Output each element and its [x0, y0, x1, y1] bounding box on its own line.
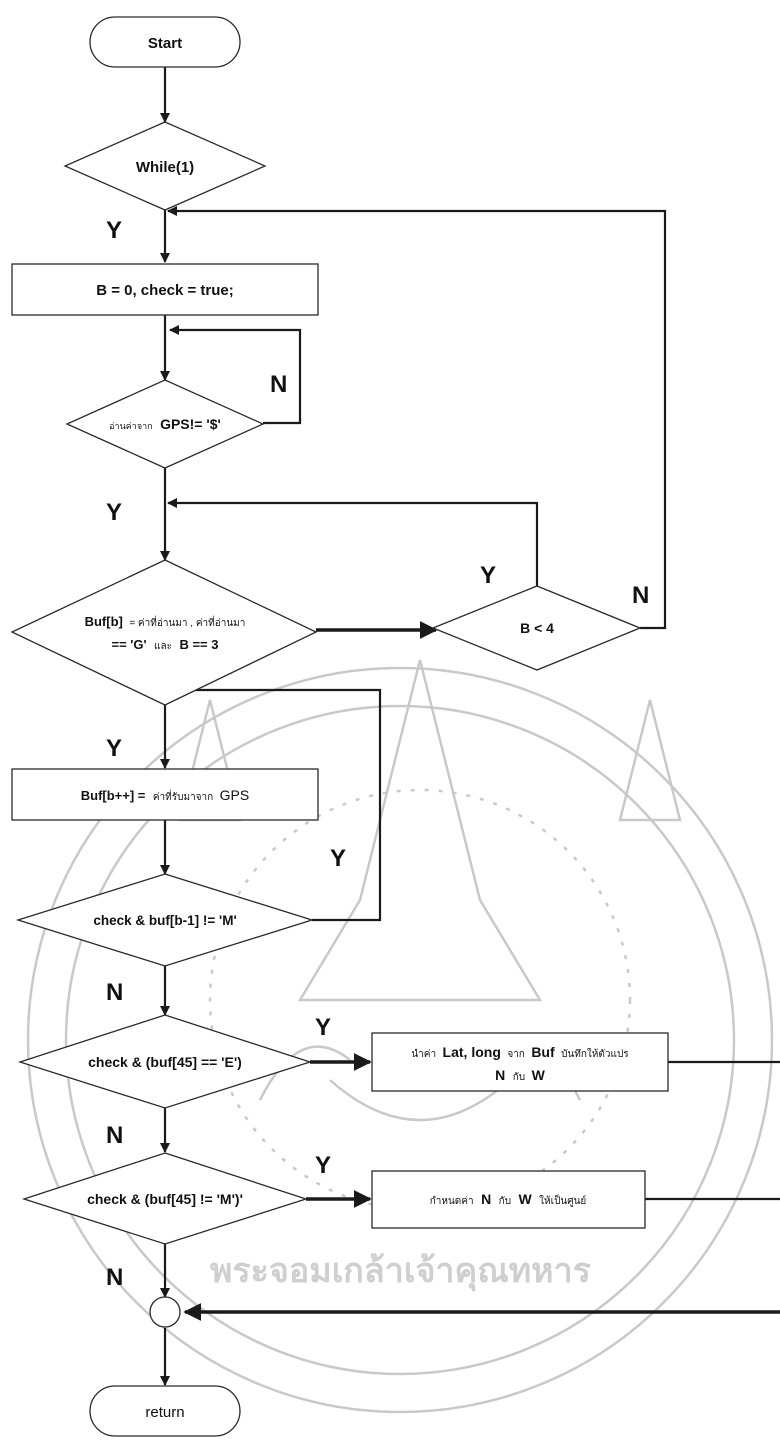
- edge-label-checke-yes: Y: [315, 1014, 331, 1041]
- edge-label-checknotm-yes: Y: [315, 1152, 331, 1179]
- start-label: Start: [148, 35, 182, 52]
- node-check-e: check & (buf[45] == 'E'): [20, 1015, 310, 1108]
- node-buf-cond: Buf[b] = ค่าที่อ่านมา , ค่าที่อ่านมา == …: [12, 560, 316, 705]
- edge-label-blt4-no: N: [632, 582, 649, 609]
- edge-label-checknotm-no: N: [106, 1264, 123, 1291]
- edge-label-blt4-yes: Y: [480, 562, 496, 589]
- node-zero-nw: กำหนดค่า N กับ W ให้เป็นศูนย์: [372, 1171, 645, 1228]
- node-buf-assign: Buf[b++] = ค่าที่รับมาจาก GPS: [12, 769, 318, 820]
- merge-connector: [150, 1297, 180, 1327]
- edge-label-read-no: N: [270, 371, 287, 398]
- edge-label-checke-no: N: [106, 1122, 123, 1149]
- node-store-lat-long: นำค่า Lat, long จาก Buf บันทึกให้ตัวแปร …: [372, 1033, 668, 1091]
- node-read-gps: อ่านค่าจาก GPS!= '$': [67, 380, 263, 468]
- while-label: While(1): [136, 159, 194, 176]
- node-b-lt-4: B < 4: [433, 586, 640, 670]
- node-check-not-m: check & (buf[45] != 'M')': [24, 1153, 306, 1244]
- edge-label-while-yes: Y: [106, 217, 122, 244]
- node-while: While(1): [65, 122, 265, 210]
- node-init: B = 0, check = true;: [12, 264, 318, 315]
- check-e-label: check & (buf[45] == 'E'): [88, 1054, 242, 1070]
- node-start: Start: [90, 17, 240, 67]
- buf-cond-decision: [12, 560, 316, 705]
- node-return: return: [90, 1386, 240, 1436]
- check-not-m-label: check & (buf[45] != 'M')': [87, 1191, 243, 1207]
- b-lt-4-label: B < 4: [520, 620, 554, 636]
- edge-labels: Y N Y Y N Y Y N Y N Y N: [106, 217, 649, 1291]
- edge-label-checkm-no: N: [106, 979, 123, 1006]
- check-m-label: check & buf[b-1] != 'M': [93, 913, 236, 928]
- init-label: B = 0, check = true;: [96, 282, 234, 299]
- edge-label-read-yes: Y: [106, 499, 122, 526]
- return-label: return: [145, 1404, 184, 1421]
- edge-label-bufcond-yes: Y: [106, 735, 122, 762]
- node-check-m: check & buf[b-1] != 'M': [18, 874, 312, 966]
- edge-label-checkm-yes: Y: [330, 845, 346, 872]
- node-merge: [150, 1297, 180, 1327]
- watermark-bottom-text: พระจอมเกล้าเจ้าคุณทหาร: [210, 1251, 592, 1292]
